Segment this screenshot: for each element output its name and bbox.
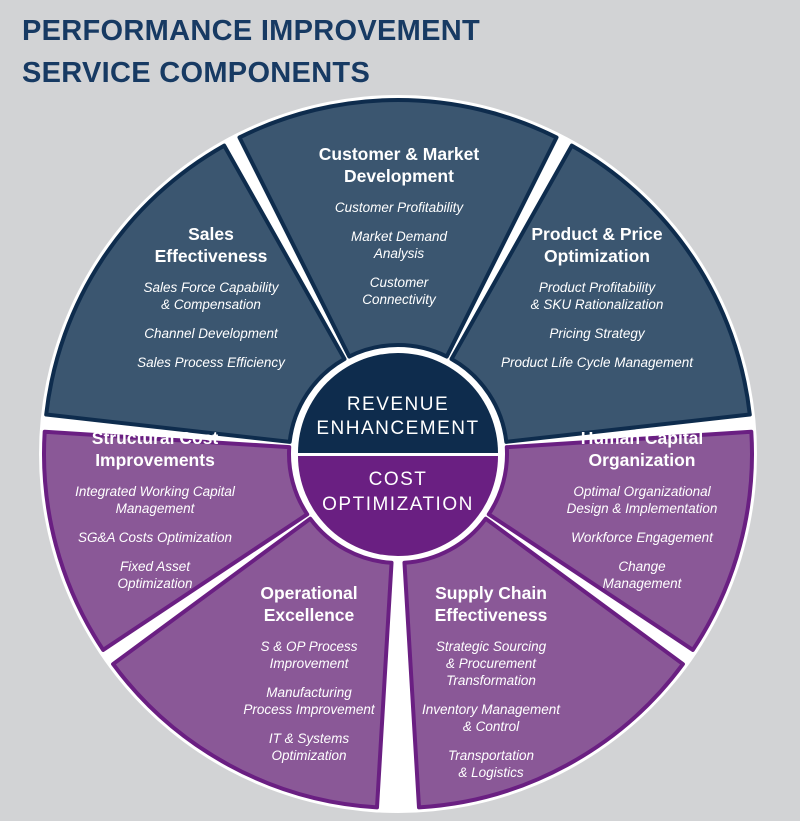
segment-title: Product & Price — [531, 224, 663, 244]
segment-title: Human Capital — [581, 428, 704, 448]
segment-title: Customer & Market — [319, 144, 480, 164]
segment-item: & SKU Rationalization — [531, 297, 664, 312]
segment-item: SG&A Costs Optimization — [78, 530, 232, 545]
center-hub: REVENUE ENHANCEMENT COST OPTIMIZATION — [292, 348, 504, 560]
hub-revenue-line-1: REVENUE — [347, 394, 449, 415]
segment-item: Design & Implementation — [567, 501, 718, 516]
segment-item: Workforce Engagement — [571, 530, 714, 545]
segment-operational-excellence — [111, 516, 394, 810]
segment-title: Supply Chain — [435, 583, 547, 603]
segment-item: Customer Profitability — [335, 200, 465, 215]
hub-cost-line-2: OPTIMIZATION — [322, 494, 474, 515]
segment-item: & Compensation — [161, 297, 261, 312]
hub-cost-line-1: COST — [369, 469, 428, 490]
segment-item: & Logistics — [458, 765, 524, 780]
segment-item: Channel Development — [144, 326, 279, 341]
segment-title: Optimization — [544, 246, 650, 266]
segment-title: Structural Cost — [92, 428, 219, 448]
segment-item: Process Improvement — [243, 702, 376, 717]
segment-human-capital — [486, 429, 754, 652]
segment-item: Integrated Working Capital — [75, 484, 236, 499]
title-line-2: SERVICE COMPONENTS — [22, 57, 371, 89]
segment-item: Customer — [370, 275, 429, 290]
segment-item: Product Life Cycle Management — [501, 355, 694, 370]
segment-title: Improvements — [95, 450, 215, 470]
segment-title: Excellence — [264, 605, 355, 625]
segment-item: Change — [618, 559, 665, 574]
segment-supply-chain — [402, 516, 685, 810]
segment-item: Transportation — [448, 748, 534, 763]
segment-item: Fixed Asset — [120, 559, 191, 574]
segment-item: Optimization — [271, 748, 346, 763]
segment-product-price — [449, 143, 752, 444]
segment-item: Manufacturing — [266, 685, 352, 700]
segment-item: Inventory Management — [422, 702, 561, 717]
segment-structural-cost — [42, 429, 310, 652]
segment-title: Effectiveness — [435, 605, 548, 625]
segment-item: Connectivity — [362, 292, 437, 307]
segment-item: Strategic Sourcing — [436, 639, 547, 654]
segment-item: Optimal Organizational — [573, 484, 711, 499]
segment-item: Sales Force Capability — [143, 280, 279, 295]
segment-sales-effectiveness — [44, 143, 347, 444]
segment-item: & Procurement — [446, 656, 537, 671]
segment-item: IT & Systems — [269, 731, 350, 746]
segment-item: Management — [603, 576, 683, 591]
segment-title: Effectiveness — [155, 246, 268, 266]
page-title: PERFORMANCE IMPROVEMENT SERVICE COMPONEN… — [22, 10, 480, 94]
segment-title: Operational — [260, 583, 357, 603]
segment-item: S & OP Process — [260, 639, 357, 654]
segment-item: Product Profitability — [539, 280, 657, 295]
segment-title: Development — [344, 166, 454, 186]
segment-item: & Control — [463, 719, 520, 734]
segment-item: Transformation — [446, 673, 536, 688]
segment-item: Optimization — [117, 576, 192, 591]
segment-item: Management — [116, 501, 196, 516]
title-line-1: PERFORMANCE IMPROVEMENT — [22, 15, 481, 47]
segment-title: Sales — [188, 224, 234, 244]
segment-customer-market — [237, 98, 559, 359]
segment-title: Organization — [589, 450, 696, 470]
hub-cost-half — [298, 456, 498, 556]
segment-item: Sales Process Efficiency — [137, 355, 286, 370]
segment-item: Improvement — [270, 656, 350, 671]
segment-item: Analysis — [373, 246, 425, 261]
segment-item: Pricing Strategy — [549, 326, 646, 341]
segment-item: Market Demand — [351, 229, 448, 244]
hub-revenue-line-2: ENHANCEMENT — [316, 418, 479, 439]
hub-revenue-half — [298, 353, 498, 453]
